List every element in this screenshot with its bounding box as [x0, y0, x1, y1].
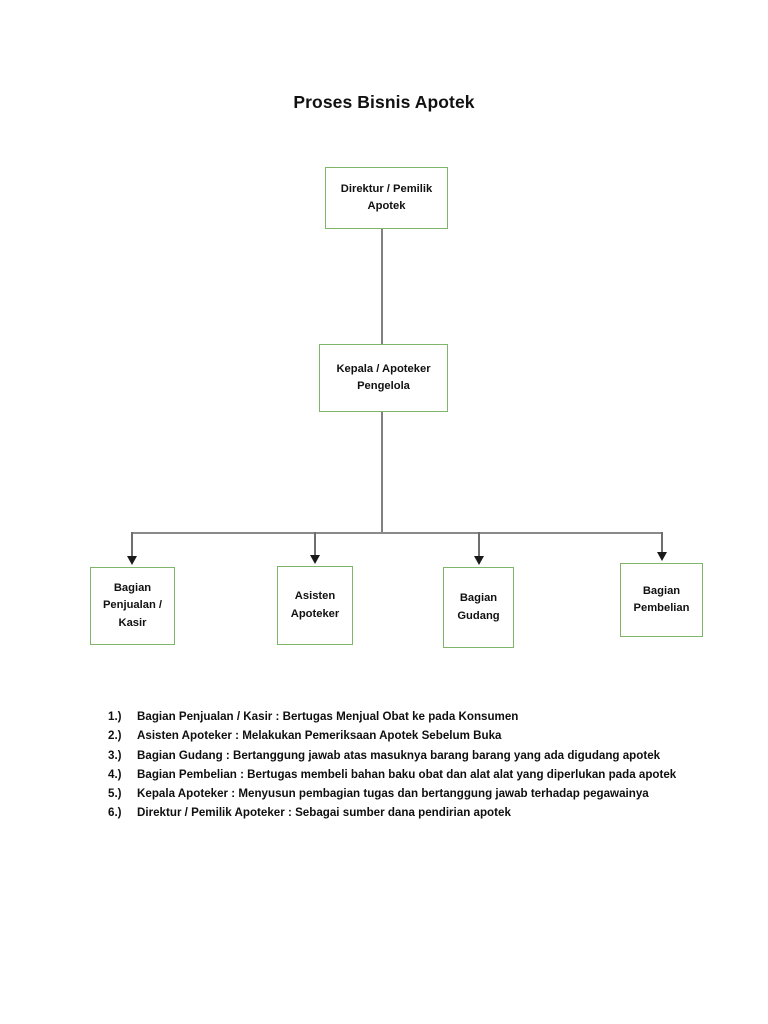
list-item-number: 6.)	[108, 806, 122, 820]
connector-drop-assistant	[314, 532, 316, 557]
org-node-warehouse: Bagian Gudang	[443, 567, 514, 648]
org-node-assistant-pharmacist: Asisten Apoteker	[277, 566, 353, 645]
list-item-text: Bagian Pembelian : Bertugas membeli baha…	[137, 767, 677, 781]
list-item-text: Direktur / Pemilik Apoteker : Sebagai su…	[137, 806, 511, 820]
arrow-down-icon-purchasing	[657, 552, 667, 561]
list-item-number: 3.)	[108, 748, 122, 762]
org-node-purchasing: Bagian Pembelian	[620, 563, 703, 637]
connector-director-to-head	[381, 229, 383, 344]
connector-head-to-bus	[381, 412, 383, 533]
connector-horizontal-bus	[131, 532, 662, 534]
list-item-text: Bagian Penjualan / Kasir : Bertugas Menj…	[137, 710, 519, 723]
list-item: 3.) Bagian Gudang : Bertanggung jawab ata…	[108, 747, 708, 766]
list-item-number: 4.)	[108, 767, 122, 781]
list-item-number: 2.)	[108, 729, 122, 743]
arrow-down-icon-sales	[127, 556, 137, 565]
list-item-text: Asisten Apoteker : Melakukan Pemeriksaan…	[137, 729, 502, 743]
org-node-director: Direktur / Pemilik Apotek	[325, 167, 448, 229]
connector-drop-sales	[131, 532, 133, 558]
arrow-down-icon-assistant	[310, 555, 320, 564]
responsibility-list: 1.) Bagian Penjualan / Kasir : Bertugas M…	[108, 708, 708, 824]
list-item-number: 5.)	[108, 787, 122, 801]
org-node-sales-cashier: Bagian Penjualan / Kasir	[90, 567, 175, 645]
list-item-number: 1.)	[108, 710, 122, 723]
list-item: 6.) Direktur / Pemilik Apoteker : Sebagai…	[108, 804, 708, 823]
arrow-down-icon-warehouse	[474, 556, 484, 565]
connector-drop-warehouse	[478, 532, 480, 558]
org-node-head-pharmacist: Kepala / Apoteker Pengelola	[319, 344, 448, 412]
page-title: Proses Bisnis Apotek	[293, 92, 475, 112]
list-item: 5.) Kepala Apoteker : Menyusun pembagian …	[108, 785, 708, 804]
list-item-text: Kepala Apoteker : Menyusun pembagian tug…	[137, 787, 649, 801]
connector-drop-purchasing	[661, 532, 663, 554]
list-item: 1.) Bagian Penjualan / Kasir : Bertugas M…	[108, 708, 708, 727]
list-item: 4.) Bagian Pembelian : Bertugas membeli b…	[108, 766, 708, 785]
list-item-text: Bagian Gudang : Bertanggung jawab atas m…	[137, 748, 661, 762]
list-item: 2.) Asisten Apoteker : Melakukan Pemeriks…	[108, 727, 708, 746]
